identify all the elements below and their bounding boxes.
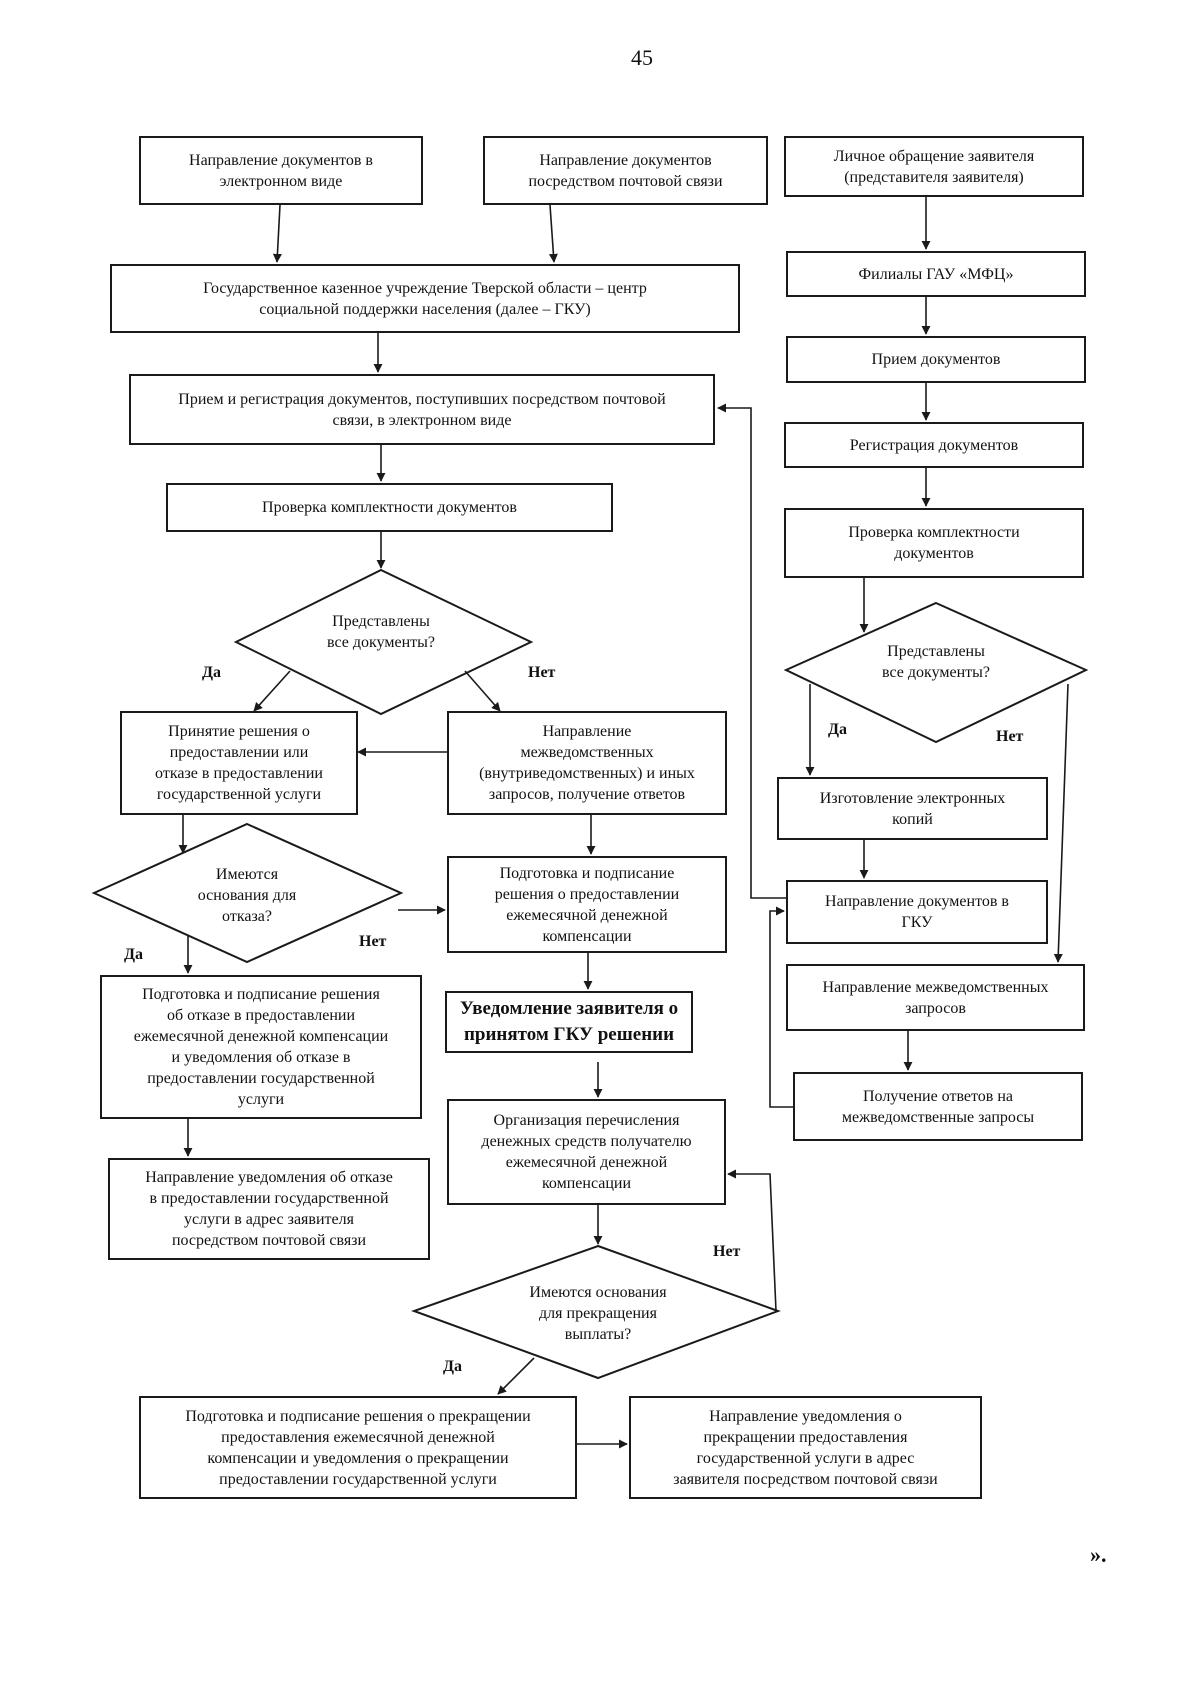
diamond-text-stop-grounds: Имеются основания для прекращения выплат… bbox=[529, 1284, 667, 1343]
closing-quote-mark: ». bbox=[1090, 1542, 1107, 1567]
page-number: 45 bbox=[631, 45, 653, 70]
box-check-completeness: Проверка комплектности документов bbox=[166, 483, 613, 532]
diamond-stop-grounds bbox=[411, 1244, 781, 1380]
diamond-text-refusal-grounds: Имеются основания для отказа? bbox=[197, 866, 297, 925]
box-receive-register: Прием и регистрация документов, поступив… bbox=[129, 374, 715, 445]
label-yes-refusal: Да bbox=[124, 946, 144, 963]
box-mfc-electronic-copies: Изготовление электронных копий bbox=[777, 777, 1048, 840]
box-mfc-check-completeness: Проверка комплектности документов bbox=[784, 508, 1084, 578]
box-mfc-register: Регистрация документов bbox=[784, 422, 1084, 468]
diamond-text-all-docs-left: Представлены все документы? bbox=[327, 613, 435, 651]
label-yes-all-docs-right: Да bbox=[828, 721, 848, 738]
box-electronic-submission: Направление документов в электронном вид… bbox=[139, 136, 423, 205]
box-notify-decision: Уведомление заявителя о принятом ГКУ реш… bbox=[445, 991, 693, 1053]
label-no-stop-grounds: Нет bbox=[713, 1243, 741, 1260]
diamond-refusal-grounds bbox=[91, 822, 404, 964]
box-mfc-interdept-requests: Направление межведомственных запросов bbox=[786, 964, 1085, 1031]
label-yes-stop-grounds: Да bbox=[443, 1358, 463, 1375]
box-refusal-notice: Направление уведомления об отказе в пред… bbox=[108, 1158, 430, 1260]
label-yes-all-docs-left: Да bbox=[202, 664, 222, 681]
box-transfer-funds: Организация перечисления денежных средст… bbox=[447, 1099, 726, 1205]
box-mfc-answers: Получение ответов на межведомственные за… bbox=[793, 1072, 1083, 1141]
box-interdept-requests: Направление межведомственных (внутриведо… bbox=[447, 711, 727, 815]
box-personal-appeal: Личное обращение заявителя (представител… bbox=[784, 136, 1084, 197]
box-prepare-stop: Подготовка и подписание решения о прекра… bbox=[139, 1396, 577, 1499]
box-stop-notice: Направление уведомления о прекращении пр… bbox=[629, 1396, 982, 1499]
diamond-all-docs-left bbox=[233, 568, 534, 716]
label-no-all-docs-right: Нет bbox=[996, 728, 1024, 745]
box-prepare-refusal: Подготовка и подписание решения об отказ… bbox=[100, 975, 422, 1119]
box-mfc-receive: Прием документов bbox=[786, 336, 1086, 383]
box-mfc-branches: Филиалы ГАУ «МФЦ» bbox=[786, 251, 1086, 297]
box-postal-submission: Направление документов посредством почто… bbox=[483, 136, 768, 205]
box-mfc-send-to-gku: Направление документов в ГКУ bbox=[786, 880, 1048, 944]
box-decision: Принятие решения о предоставлении или от… bbox=[120, 711, 358, 815]
box-gku: Государственное казенное учреждение Твер… bbox=[110, 264, 740, 333]
diamond-text-all-docs-right: Представлены все документы? bbox=[882, 643, 990, 681]
box-prepare-grant-decision: Подготовка и подписание решения о предос… bbox=[447, 856, 727, 953]
diamond-all-docs-right bbox=[783, 601, 1089, 744]
label-no-all-docs-left: Нет bbox=[528, 664, 556, 681]
label-no-refusal: Нет bbox=[359, 933, 387, 950]
